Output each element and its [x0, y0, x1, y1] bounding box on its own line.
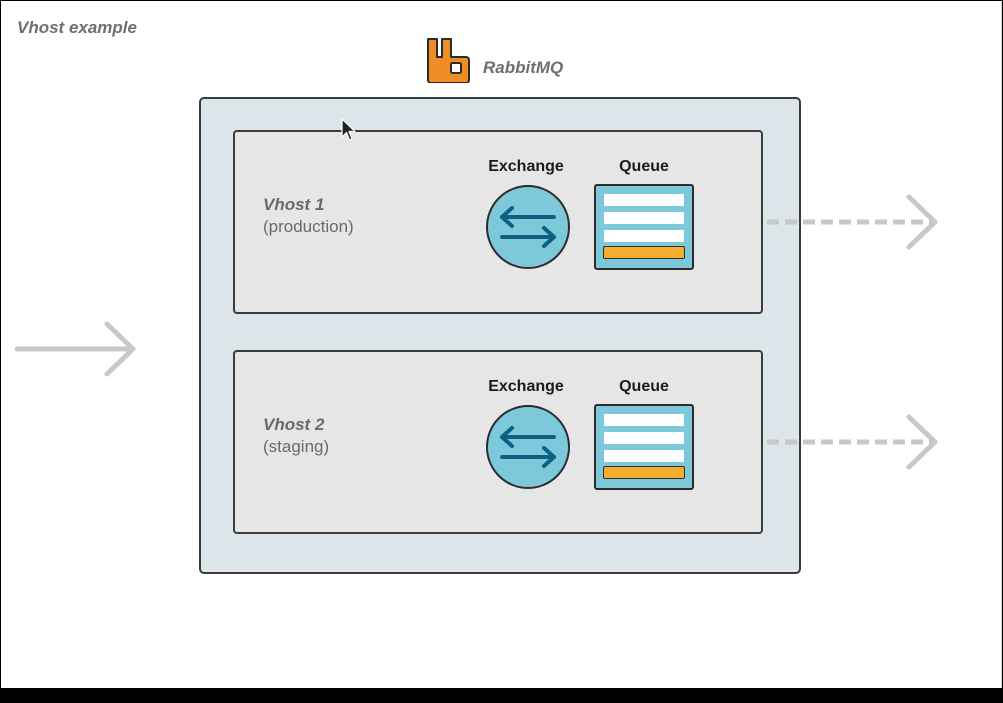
exchange-label: Exchange	[488, 158, 564, 175]
vhost-name: Vhost 2	[263, 415, 325, 434]
queue-icon	[594, 184, 694, 270]
queue-message	[603, 246, 685, 259]
brand: RabbitMQ	[426, 37, 616, 85]
queue-slot	[604, 194, 684, 206]
vhost-staging: Vhost 2 (staging) Exchange Queue	[233, 350, 763, 534]
exchange-label: Exchange	[488, 378, 564, 395]
incoming-arrow-icon	[15, 321, 136, 377]
queue-slot	[604, 230, 684, 242]
slide-title: Vhost example	[17, 18, 137, 37]
queue-slot	[604, 414, 684, 426]
slide-canvas: Vhost example RabbitMQ Vhost 1 (producti…	[1, 1, 1002, 688]
queue-label: Queue	[619, 378, 669, 395]
outgoing-dashed-arrow-icon	[767, 194, 938, 250]
queue-icon	[594, 404, 694, 490]
vhost-environment: (production)	[263, 217, 354, 236]
exchange-arrows-icon	[486, 405, 570, 489]
queue-slot	[604, 212, 684, 224]
queue-message	[603, 466, 685, 479]
rabbitmq-logo-icon	[427, 38, 470, 83]
brand-name: RabbitMQ	[483, 58, 564, 77]
vhost-environment: (staging)	[263, 437, 330, 456]
vhost-production: Vhost 1 (production) Exchange Queue	[233, 130, 763, 314]
outgoing-dashed-arrow-icon	[767, 414, 938, 470]
queue-label: Queue	[619, 158, 669, 175]
mouse-cursor-icon	[341, 118, 356, 141]
queue-slot	[604, 450, 684, 462]
queue-slot	[604, 432, 684, 444]
exchange-arrows-icon	[486, 185, 570, 269]
vhost-name: Vhost 1	[263, 195, 325, 214]
